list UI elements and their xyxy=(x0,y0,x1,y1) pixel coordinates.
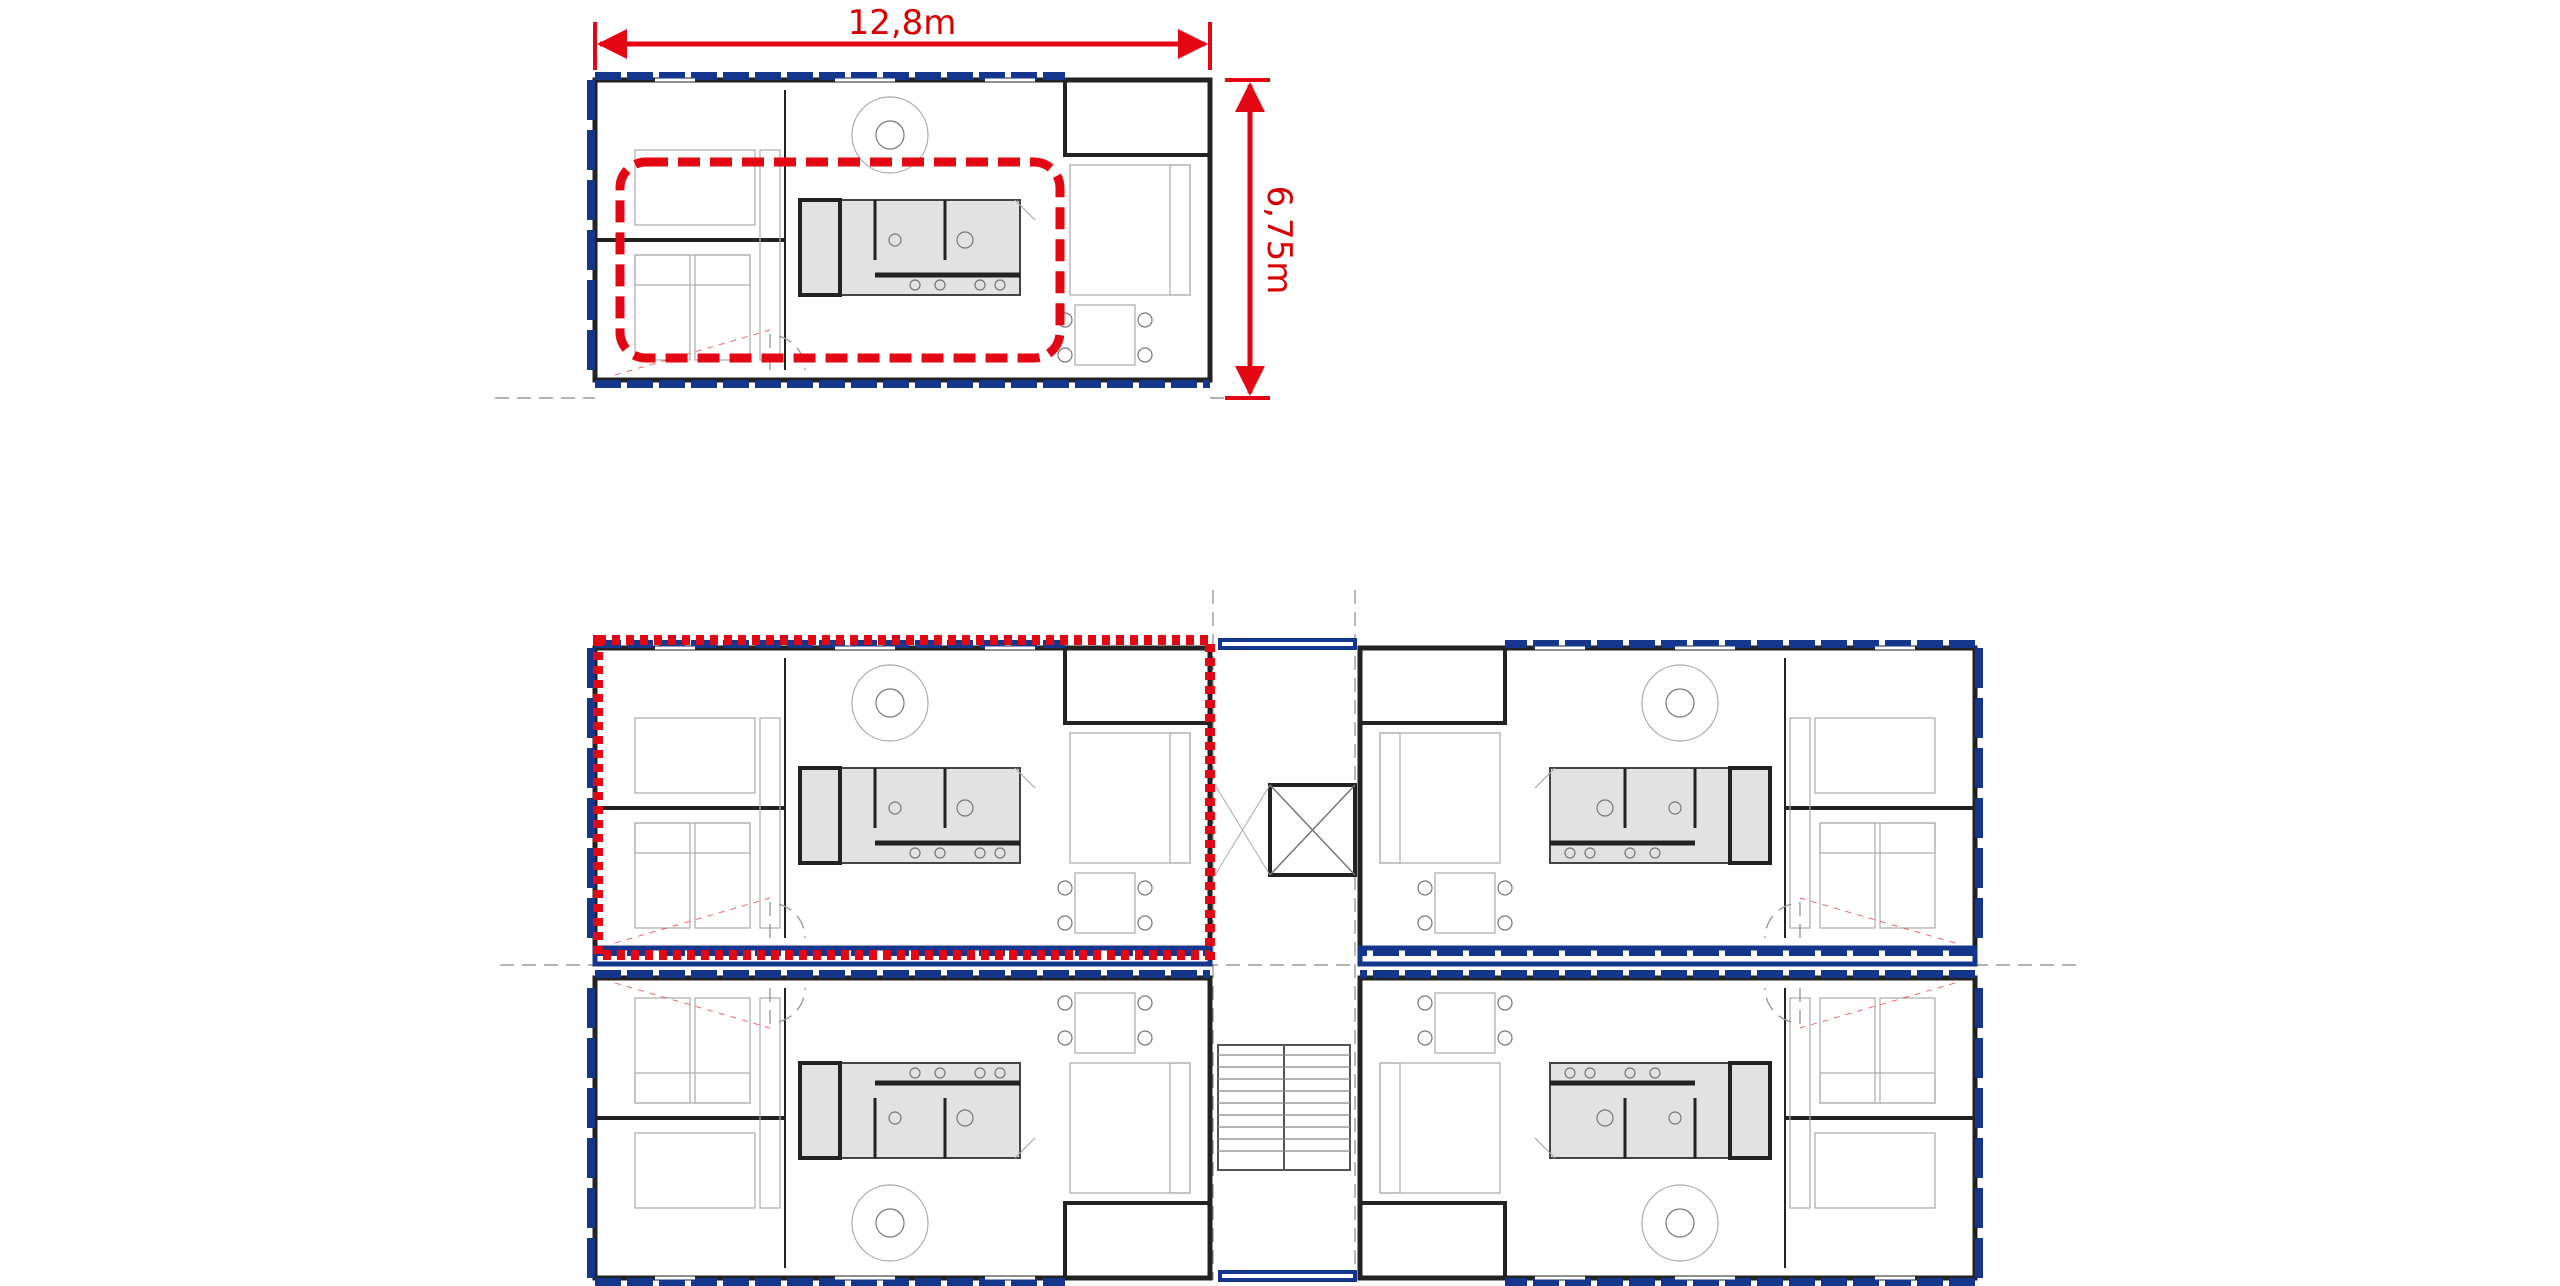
depth-dimension: 6,75m xyxy=(1225,78,1299,400)
single-unit-plan xyxy=(495,76,1235,399)
unit-bottom-right xyxy=(1360,974,1979,1282)
stair-core xyxy=(1217,1044,1351,1171)
wet-core-highlight xyxy=(615,157,1065,363)
four-unit-cluster-plan xyxy=(500,590,2080,1282)
unit-top-right xyxy=(1360,644,1979,952)
unit-bottom-left xyxy=(591,974,1210,1282)
unit-top-left xyxy=(591,644,1210,952)
lift-core xyxy=(1214,783,1357,877)
depth-label: 6,75m xyxy=(1259,186,1299,295)
unit-highlight xyxy=(593,635,1215,960)
width-dimension: 12,8m xyxy=(593,3,1212,70)
width-label: 12,8m xyxy=(848,3,957,43)
